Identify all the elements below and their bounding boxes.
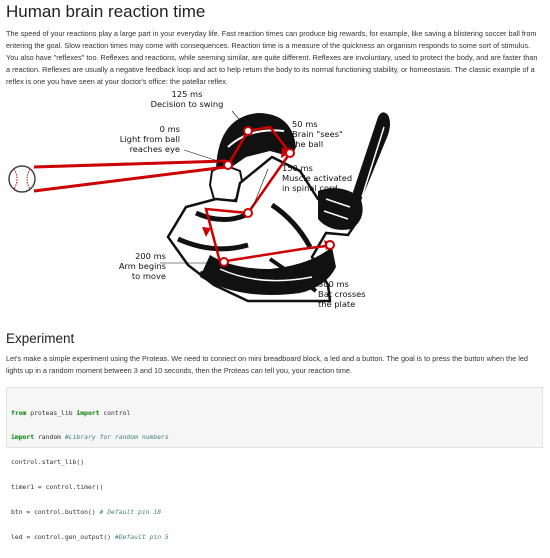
baseball-icon: [8, 165, 36, 193]
code-line: led = control.gen_output() #Default pin …: [11, 533, 169, 542]
helmet-shape: [216, 113, 296, 171]
label-150ms: 150 ms Muscle activated in spinal cord: [282, 163, 353, 193]
page-title: Human brain reaction time: [6, 2, 206, 21]
label-50ms: 50 ms Brain "sees" the ball: [292, 119, 343, 149]
baseball-player-illustration: [8, 110, 390, 303]
gloves-shape: [318, 188, 363, 230]
bat-shape: [343, 112, 390, 215]
page: Human brain reaction time The speed of y…: [0, 2, 550, 541]
experiment-paragraph: Let's make a simple experiment using the…: [6, 354, 528, 375]
reaction-time-figure: 0 ms Light from ball reaches eye 125 ms …: [0, 87, 550, 323]
intro-paragraph: The speed of your reactions play a large…: [6, 29, 538, 86]
code-line: btn = control.button() # Default pin 18: [11, 508, 162, 517]
label-125ms: 125 ms Decision to swing: [150, 89, 224, 109]
label-200ms: 200 ms Arm begins to move: [118, 251, 166, 281]
label-0ms: 0 ms Light from ball reaches eye: [119, 124, 180, 154]
code-line: control.start_lib(): [11, 458, 85, 467]
code-block: from proteas_lib import control import r…: [6, 387, 543, 541]
light-ray-top: [33, 159, 227, 169]
light-ray-bottom: [33, 165, 227, 193]
code-line: from proteas_lib import control: [11, 408, 131, 417]
experiment-heading: Experiment: [6, 331, 75, 346]
code-line: import random #Library for random number…: [11, 433, 169, 442]
code-line: timer1 = control.timer(): [11, 483, 104, 492]
label-300ms: 300 ms Bat crosses the plate: [318, 279, 366, 309]
